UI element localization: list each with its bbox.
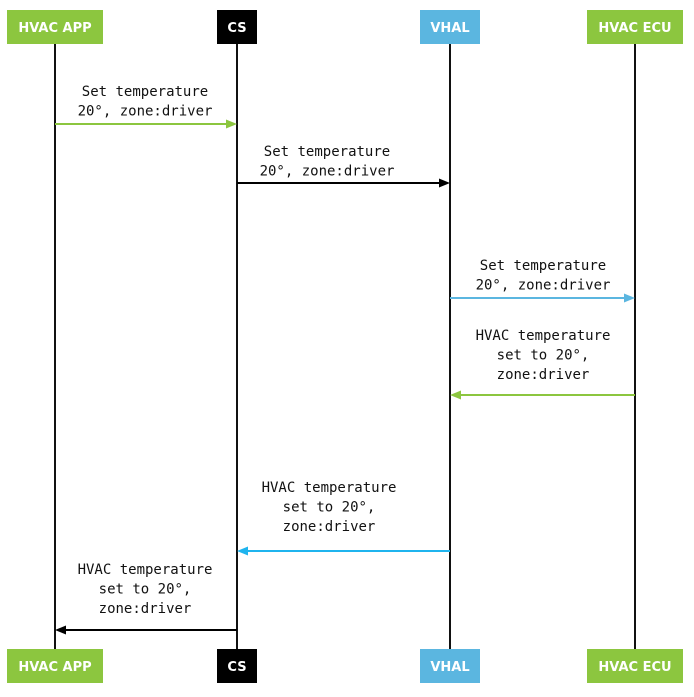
actor-label: HVAC APP bbox=[18, 660, 91, 675]
message-5: HVAC temperature set to 20°, zone:driver bbox=[237, 480, 450, 556]
message-label: Set temperature bbox=[480, 258, 606, 274]
arrowhead-icon bbox=[237, 546, 248, 556]
arrowhead-icon bbox=[624, 293, 635, 303]
message-1: Set temperature 20°, zone:driver bbox=[55, 84, 237, 129]
actor-box-cs-top: CS bbox=[217, 10, 257, 44]
actor-box-hvac_app-bottom: HVAC APP bbox=[7, 649, 103, 683]
arrowhead-icon bbox=[55, 625, 66, 635]
actor-rect bbox=[217, 10, 257, 44]
message-label: 20°, zone:driver bbox=[476, 278, 611, 294]
message-label: zone:driver bbox=[497, 367, 590, 383]
message-3: Set temperature 20°, zone:driver bbox=[450, 258, 635, 303]
message-label: Set temperature bbox=[82, 84, 208, 100]
actor-box-vhal-top: VHAL bbox=[420, 10, 480, 44]
actor-label: CS bbox=[227, 21, 246, 36]
actor-rect bbox=[7, 10, 103, 44]
message-label: 20°, zone:driver bbox=[260, 164, 395, 180]
actor-box-hvac_app-top: HVAC APP bbox=[7, 10, 103, 44]
message-label: set to 20°, bbox=[283, 500, 376, 516]
message-label: HVAC temperature bbox=[78, 562, 213, 578]
arrowhead-icon bbox=[226, 119, 237, 129]
actors: HVAC APP HVAC APP CS CS VHAL VHAL HVAC ECU HVAC… bbox=[7, 10, 683, 683]
actor-label: HVAC ECU bbox=[598, 660, 671, 675]
message-label: zone:driver bbox=[283, 519, 376, 535]
actor-box-vhal-bottom: VHAL bbox=[420, 649, 480, 683]
actor-label: VHAL bbox=[430, 21, 469, 36]
message-label: Set temperature bbox=[264, 144, 390, 160]
actor-rect bbox=[7, 649, 103, 683]
message-label: HVAC temperature bbox=[476, 328, 611, 344]
arrowhead-icon bbox=[450, 390, 461, 400]
actor-rect bbox=[217, 649, 257, 683]
message-label: 20°, zone:driver bbox=[78, 104, 213, 120]
actor-box-hvac_ecu-top: HVAC ECU bbox=[587, 10, 683, 44]
arrowhead-icon bbox=[439, 178, 450, 188]
actor-label: VHAL bbox=[430, 660, 469, 675]
actor-rect bbox=[420, 10, 480, 44]
actor-label: HVAC APP bbox=[18, 21, 91, 36]
actor-box-cs-bottom: CS bbox=[217, 649, 257, 683]
message-label: set to 20°, bbox=[99, 582, 192, 598]
actor-rect bbox=[587, 649, 683, 683]
message-6: HVAC temperature set to 20°, zone:driver bbox=[55, 562, 237, 635]
actor-box-hvac_ecu-bottom: HVAC ECU bbox=[587, 649, 683, 683]
message-label: zone:driver bbox=[99, 601, 192, 617]
actor-label: HVAC ECU bbox=[598, 21, 671, 36]
lifelines bbox=[54, 44, 636, 649]
message-4: HVAC temperature set to 20°, zone:driver bbox=[450, 328, 635, 400]
actor-label: CS bbox=[227, 660, 246, 675]
message-label: HVAC temperature bbox=[262, 480, 397, 496]
message-2: Set temperature 20°, zone:driver bbox=[237, 144, 450, 188]
actor-rect bbox=[420, 649, 480, 683]
actor-rect bbox=[587, 10, 683, 44]
message-label: set to 20°, bbox=[497, 348, 590, 364]
